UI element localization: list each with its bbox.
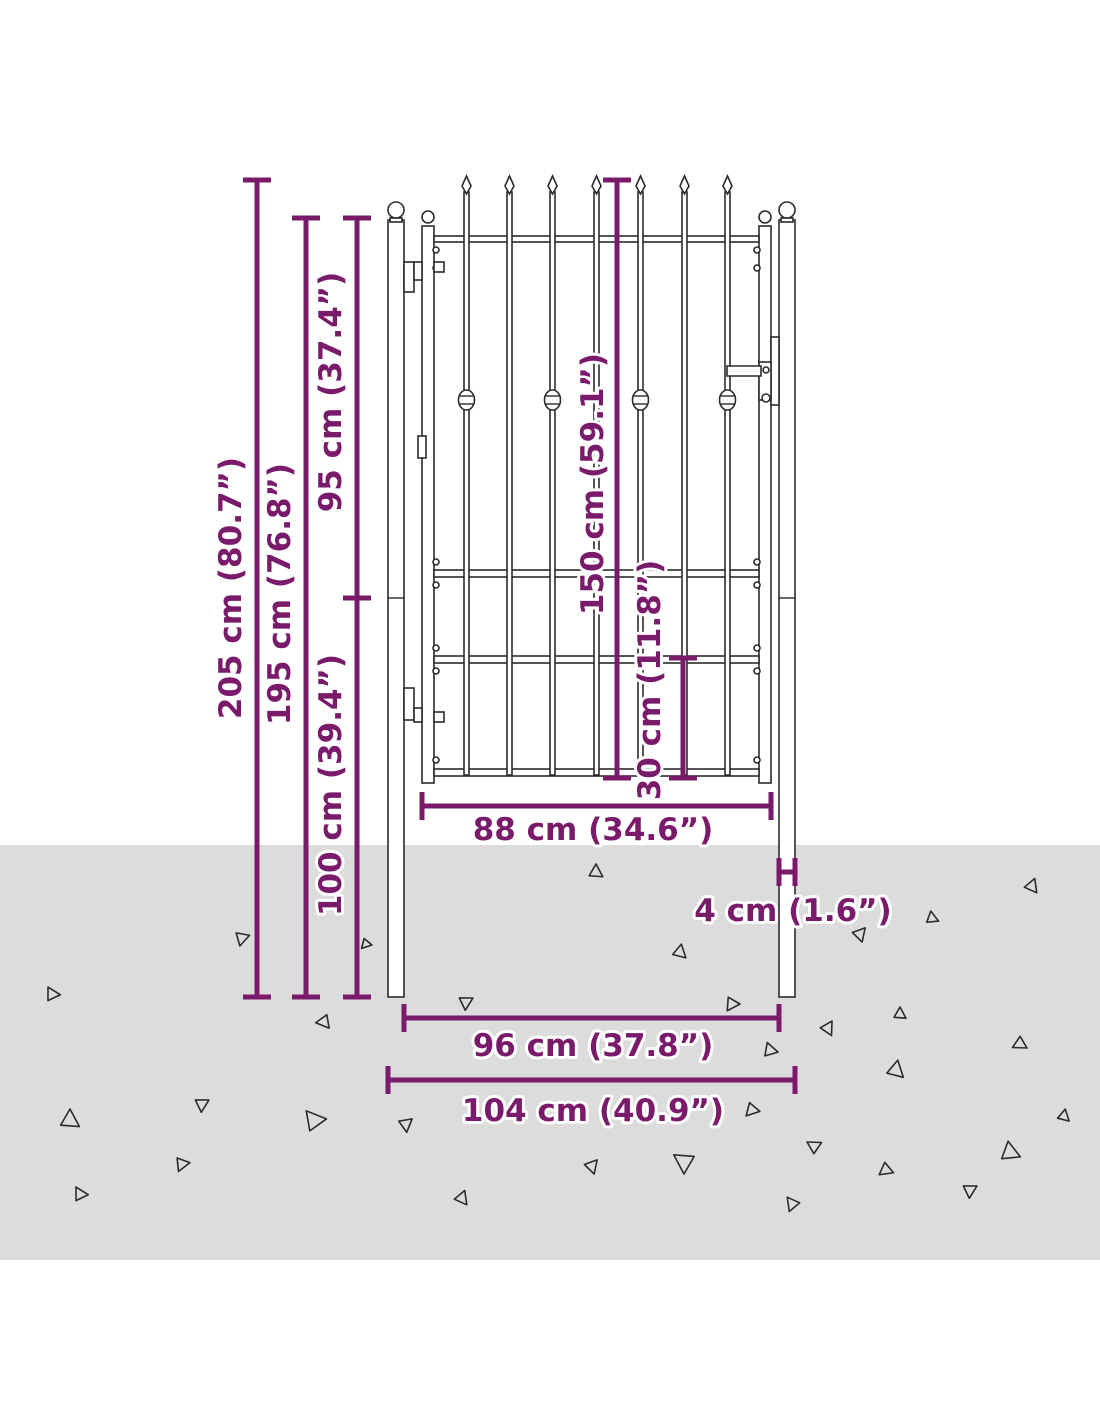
pebble-shape (194, 1099, 210, 1114)
gate-right-stile (758, 225, 772, 784)
pebble-shape (235, 932, 251, 947)
pebble-shape (314, 1013, 330, 1029)
gate-left-stile (421, 225, 435, 784)
pebble-shape (176, 1157, 191, 1173)
pebble-shape (453, 1189, 468, 1206)
label-ground-clearance: 30 cm (11.8”) (632, 560, 668, 801)
pebble-shape (726, 996, 741, 1012)
pebble-shape (745, 1101, 761, 1117)
pebble-shape (360, 937, 373, 950)
pebble-shape (962, 1185, 978, 1200)
hinge-top (403, 261, 445, 293)
pebble-shape (1011, 1035, 1028, 1049)
pebble-shape (764, 1041, 779, 1057)
pebble-shape (583, 1159, 598, 1175)
pebble-shape (397, 1118, 413, 1134)
pebble-shape (1056, 1108, 1070, 1122)
pebble-shape (1000, 1140, 1022, 1160)
pebble-shape (893, 1006, 907, 1019)
pebble-shape (786, 1196, 801, 1213)
left-post-cap (387, 201, 405, 219)
pebble-shape (588, 863, 604, 878)
pebble-shape (47, 986, 62, 1002)
pebble-shape (305, 1110, 328, 1132)
label-total-width: 104 cm (40.9”) (462, 1093, 724, 1129)
pebble-shape (806, 1141, 823, 1155)
hinge-middle (417, 435, 427, 459)
label-opening-width: 96 cm (37.8”) (473, 1028, 714, 1064)
label-gate-width: 88 cm (34.6”) (473, 812, 714, 848)
pebble-shape (886, 1059, 905, 1079)
gate-bars (463, 191, 731, 776)
pebble-shape (878, 1161, 895, 1176)
pebble-shape (671, 943, 687, 959)
label-lower-section: 100 cm (39.4”) (313, 654, 349, 916)
pebble-shape (851, 927, 866, 943)
gate-illustration (387, 174, 796, 998)
spear-tips (461, 174, 733, 196)
pebble-shape (819, 1020, 833, 1037)
pebble-shape (59, 1108, 81, 1128)
bar-ornaments (457, 389, 737, 411)
dimension-lines (243, 177, 798, 1094)
gravel-pebbles (47, 863, 1070, 1213)
label-upper-section: 95 cm (37.4”) (313, 272, 349, 513)
rail-rivets (432, 246, 761, 764)
hinge-bottom (403, 687, 445, 723)
label-gate-post-height: 195 cm (76.8”) (262, 463, 298, 725)
label-post-width: 4 cm (1.6”) (694, 893, 891, 929)
ground-area (0, 845, 1100, 1260)
pebble-shape (673, 1154, 695, 1175)
label-total-height: 205 cm (80.7”) (213, 457, 249, 719)
pebble-shape (1023, 877, 1038, 894)
gate-lock (726, 336, 780, 406)
label-gate-height: 150 cm (59.1”) (575, 353, 611, 615)
pebble-shape (925, 910, 940, 924)
pebble-shape (75, 1186, 90, 1202)
pebble-shape (458, 997, 474, 1012)
right-post-cap (778, 201, 796, 219)
left-post (387, 219, 405, 998)
